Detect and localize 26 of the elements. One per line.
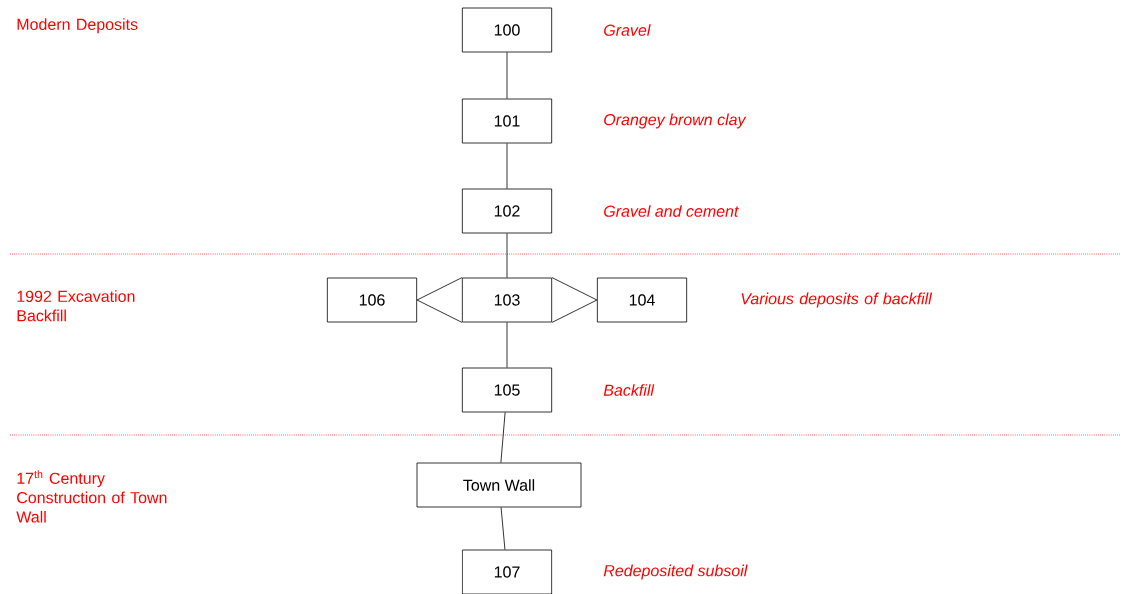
unit-box: 107 [461,549,553,594]
phase-label: 17$^{th}$ Century Construction of Town Wall [16,470,167,523]
unit-box: 100 [461,7,553,53]
connector-line [500,507,506,550]
unit-box: Town Wall [416,462,582,508]
unit-box: 106 [326,277,418,323]
description-text: Gravel and cement [604,205,739,217]
description-text: Gravel [604,24,651,36]
triangle-connector [551,277,598,323]
unit-box: 104 [596,277,688,323]
connector-line [506,322,508,368]
connector-line [506,52,508,99]
unit-box: 102 [461,188,553,234]
connector-line [506,233,508,278]
unit-box: 101 [461,98,553,144]
description-text: Backfill [603,384,655,396]
phase-label: Modern Deposits [17,18,138,34]
connector-line [500,412,506,463]
triangle-connector [416,277,463,323]
connector-line [506,143,508,189]
phase-label: 1992 Excavation Backfill [17,290,135,322]
unit-box: 103 [461,277,553,323]
unit-box: 105 [461,367,553,413]
description-text: Redeposited subsoil [603,564,748,580]
description-text: Various deposits of backfill [741,292,933,308]
description-text: Orangey brown clay [604,113,747,129]
